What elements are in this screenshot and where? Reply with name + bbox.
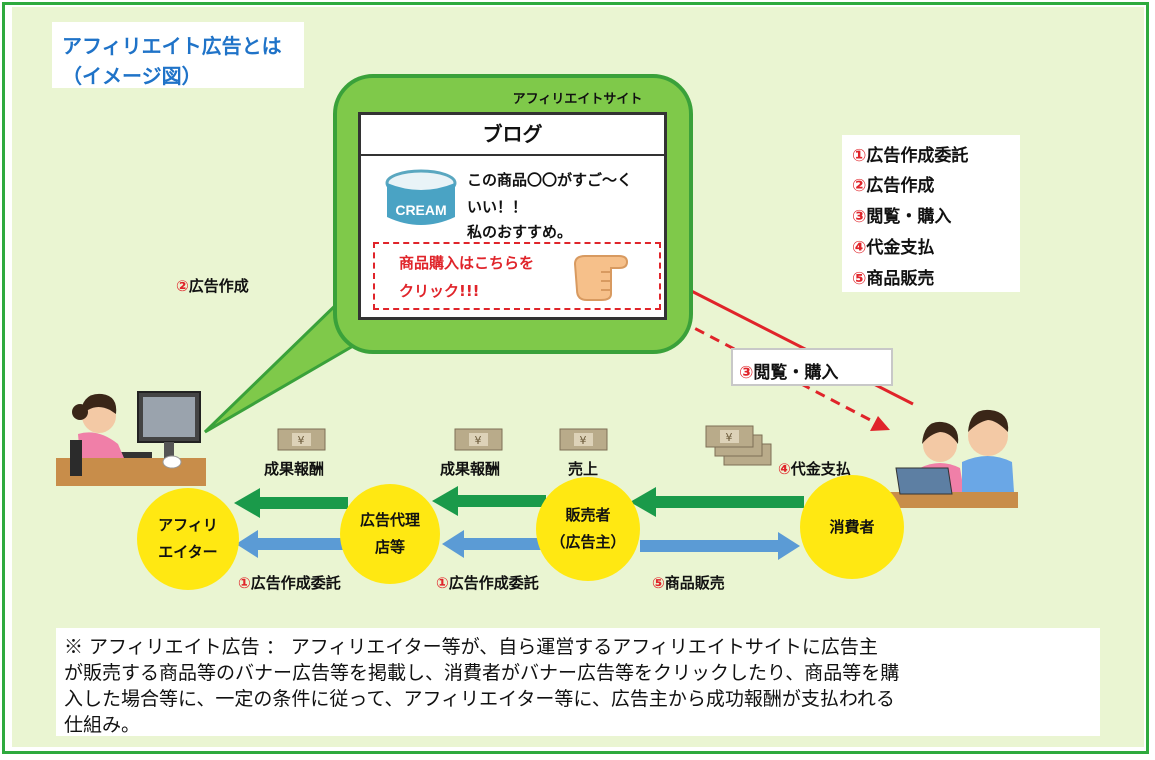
sales-label: 売上 [568, 460, 599, 478]
agency-node: 広告代理 店等 [340, 484, 440, 584]
reward-label-2: 成果報酬 [440, 460, 501, 478]
purchase-banner-line-1: 商品購入はこちらを [399, 254, 535, 272]
payment-label: ④代金支払 [778, 460, 851, 478]
browse-buy-label: ③閲覧・購入 [739, 363, 839, 383]
flow-arrows-green [234, 486, 804, 518]
blog-title: ブログ [361, 115, 664, 156]
consumer-node-label: 消費者 [829, 517, 875, 536]
product-text-line-1: この商品〇〇がすご～く [467, 171, 633, 189]
yen-symbol: ¥ [726, 431, 733, 444]
cream-label: CREAM [395, 202, 446, 218]
note-line-4: 仕組み。 [64, 714, 141, 736]
yen-symbol: ¥ [475, 434, 482, 447]
cream-jar-icon: CREAM [385, 169, 457, 225]
purchase-banner[interactable]: 商品購入はこちらを クリック!!! [373, 242, 661, 310]
product-text-line-2: いい！！ [467, 198, 528, 216]
product-text-line-3: 私のおすすめ。 [467, 223, 573, 241]
flow-arrows-blue [236, 530, 800, 560]
commission-label-2: ①広告作成委託 [436, 574, 539, 592]
reward-label-1: 成果報酬 [264, 460, 325, 478]
note-line-3: 入した場合等に、一定の条件に従って、アフィリエイター等に、広告主から成功報酬が支… [64, 688, 895, 710]
legend-item: ①広告作成委託 [852, 146, 969, 166]
legend-item: ②広告作成 [852, 176, 935, 196]
seller-node-label: 販売者 （広告主） [550, 506, 626, 551]
definition-note: ※ アフィリエイト広告 ： アフィリエイター等が、自ら運営するアフィリエイトサイ… [56, 628, 1100, 736]
ad-creation-label: ②広告作成 [176, 277, 249, 295]
legend-item: ④代金支払 [852, 238, 935, 258]
purchase-dashed-head [870, 416, 890, 431]
legend: ①広告作成委託 ②広告作成 ③閲覧・購入 ④代金支払 ⑤商品販売 [842, 135, 1020, 292]
legend-item: ⑤商品販売 [852, 269, 935, 289]
commission-label-1: ①広告作成委託 [238, 574, 341, 592]
legend-item: ③閲覧・購入 [852, 207, 952, 227]
seller-node: 販売者 （広告主） [536, 477, 640, 581]
yen-symbol: ¥ [298, 434, 305, 447]
pointing-hand-icon [573, 255, 629, 301]
blog-panel: ブログ CREAM この商品〇〇がすご～く いい！！ 私のおすすめ。 商品購入は… [358, 112, 667, 320]
title-sub: （イメージ図） [62, 64, 202, 88]
money-icon-3 [559, 428, 608, 451]
affiliator-node: アフィリ エイター [137, 488, 239, 590]
affiliator-node-label: アフィリ エイター [158, 516, 218, 561]
affiliator-illustration [56, 391, 206, 486]
money-icon-2 [454, 428, 503, 451]
yen-symbol: ¥ [580, 434, 587, 447]
consumer-illustration [882, 409, 1018, 508]
agency-node-label: 広告代理 店等 [359, 511, 420, 556]
money-stack-icon [705, 425, 772, 466]
note-line-2: が販売する商品等のバナー広告等を掲載し、消費者がバナー広告等をクリックしたり、商… [64, 662, 900, 684]
note-line-1: ※ アフィリエイト広告 ： アフィリエイター等が、自ら運営するアフィリエイトサイ… [64, 636, 878, 658]
browse-buy-label-box: ③閲覧・購入 [731, 348, 893, 386]
money-icon-1 [277, 428, 326, 451]
title-box: アフィリエイト広告とは （イメージ図） [52, 22, 304, 88]
purchase-banner-line-2: クリック!!! [399, 282, 480, 300]
product-sale-label: ⑤商品販売 [652, 574, 725, 592]
consumer-node: 消費者 [800, 475, 904, 579]
title-main: アフィリエイト広告とは [62, 34, 282, 58]
